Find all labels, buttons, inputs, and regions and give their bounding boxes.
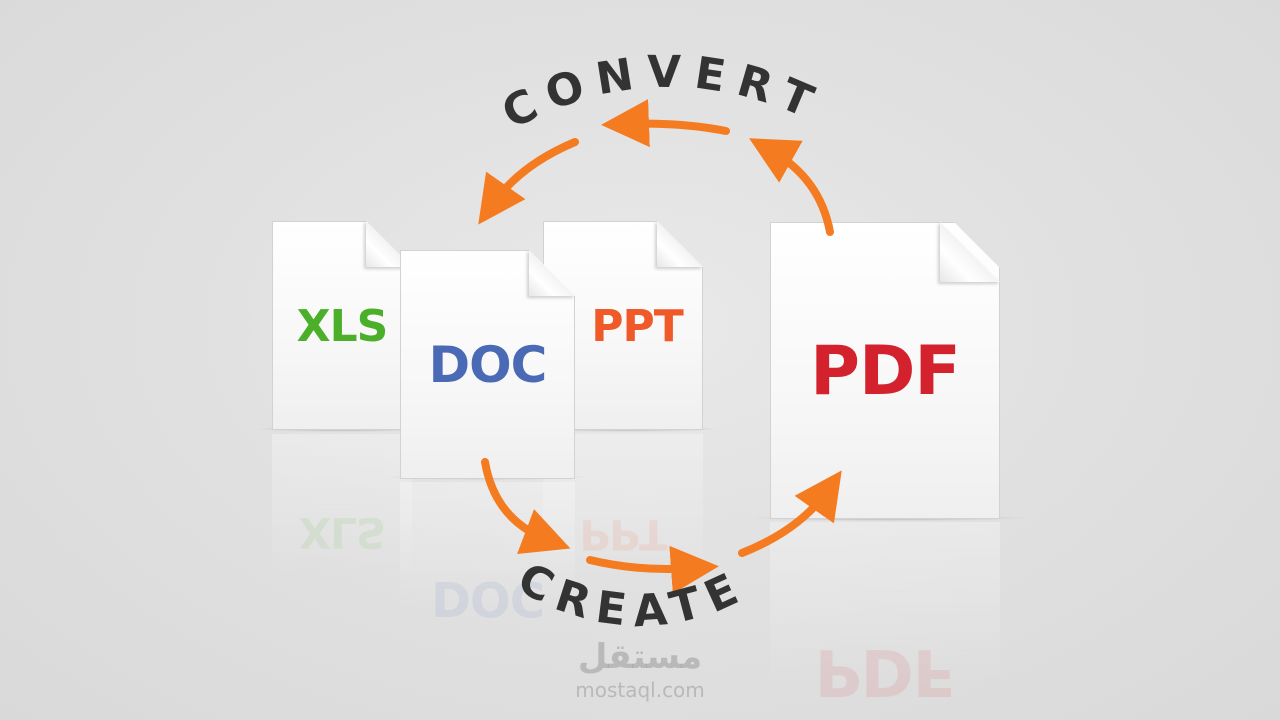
pdf-label: PDF — [810, 332, 960, 411]
bottom-arrow-middle — [586, 545, 719, 594]
top-arrow-middle — [601, 99, 730, 148]
watermark-domain: mostaql.com — [575, 678, 705, 702]
doc-document-icon: DOC — [400, 250, 575, 479]
pdf-reflection: PDF — [770, 522, 1000, 712]
bottom-arrow-left — [481, 458, 571, 554]
top-arrow-right — [749, 138, 834, 236]
xls-label: XLS — [296, 301, 388, 352]
top-arrow-left — [478, 138, 579, 225]
ppt-label: PPT — [591, 301, 683, 352]
bottom-arrow-right — [738, 470, 842, 557]
doc-reflection: DOC — [400, 482, 575, 632]
doc-label: DOC — [428, 336, 547, 394]
xls-reflection: XLS — [272, 434, 412, 604]
pdf-document-icon: PDF — [770, 222, 1000, 519]
watermark-arabic-logo: مستقل — [577, 637, 703, 677]
